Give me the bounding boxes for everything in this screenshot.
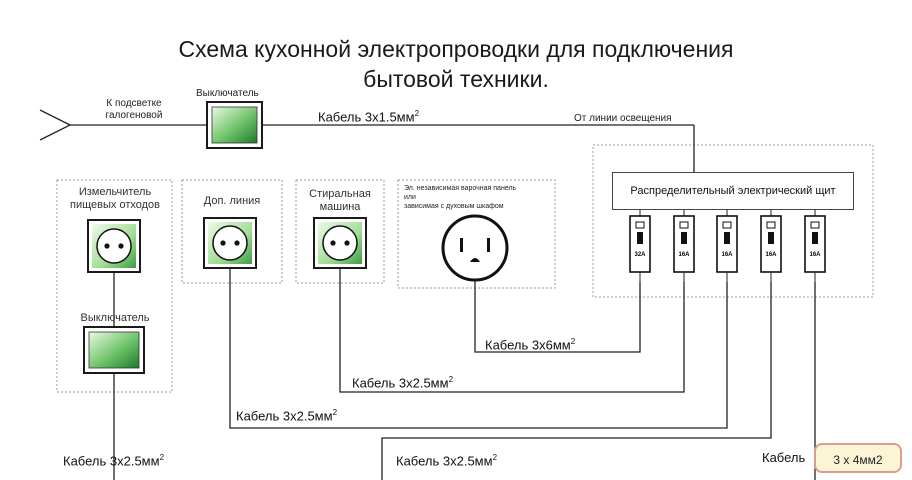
wire-extra bbox=[229, 268, 728, 429]
breaker-5-label: 16A bbox=[809, 252, 821, 258]
extra-socket-icon bbox=[203, 217, 257, 269]
cable-washer-label: Кабель 3х2.5мм2 bbox=[352, 372, 453, 390]
cable-washer-sup: 2 bbox=[448, 375, 454, 384]
panel-title: Распределительный электрический щит bbox=[612, 172, 854, 210]
disposer-box-title: Измельчитель пищевых отходов bbox=[60, 186, 170, 212]
hob-socket-icon bbox=[441, 214, 509, 282]
breaker-2 bbox=[673, 208, 695, 282]
breaker-5 bbox=[804, 208, 826, 282]
extra-box-title: Доп. линия bbox=[203, 195, 261, 207]
wire-washer bbox=[339, 268, 685, 393]
breaker-1-label: 32A bbox=[634, 252, 646, 258]
cable-bottom-mid-text: Кабель 3х2.5мм bbox=[396, 453, 493, 469]
cable-extra-text: Кабель 3х2.5мм bbox=[236, 408, 333, 424]
cable-top-sup: 2 bbox=[414, 109, 420, 118]
disposer-socket-icon bbox=[87, 219, 141, 273]
cable-disposer-text: Кабель 3х2.5мм bbox=[63, 453, 160, 469]
cable-top-text: Кабель 3х1.5мм bbox=[318, 109, 415, 125]
cable-hob-label: Кабель 3х6мм2 bbox=[485, 334, 575, 352]
wire-hob bbox=[474, 280, 641, 353]
hob-box-title: Эл. независимая варочная панель или зави… bbox=[404, 184, 516, 211]
breaker-2-label: 16A bbox=[678, 252, 690, 258]
washer-title-line-2: машина bbox=[319, 201, 361, 213]
washer-socket-icon bbox=[313, 217, 367, 269]
cable-top-label: Кабель 3х1.5мм2 bbox=[318, 106, 419, 124]
from-lighting-label: От линии освещения bbox=[574, 113, 672, 124]
top-switch-label: Выключатель bbox=[196, 88, 259, 99]
cable-hob-sup: 2 bbox=[570, 337, 576, 346]
halogen-arrow-icon bbox=[39, 109, 71, 141]
cable-disposer-label: Кабель 3х2.5мм2 bbox=[63, 450, 164, 468]
cable-extra-label: Кабель 3х2.5мм2 bbox=[236, 405, 337, 423]
diagram-title: Схема кухонной электропроводки для подкл… bbox=[0, 34, 912, 94]
top-switch-icon bbox=[206, 101, 263, 149]
cable-bottom-mid-label: Кабель 3х2.5мм2 bbox=[396, 450, 497, 468]
title-line-1: Схема кухонной электропроводки для подкл… bbox=[178, 36, 734, 62]
washer-box bbox=[295, 179, 385, 284]
breaker-1 bbox=[629, 208, 651, 282]
halogen-label-line-1: К подсветке bbox=[106, 98, 162, 109]
cable-bottom-mid-sup: 2 bbox=[492, 453, 498, 462]
hob-title-line-1: Эл. независимая варочная панель bbox=[404, 185, 517, 192]
disposer-switch-label: Выключатель bbox=[80, 312, 150, 324]
extra-line-box bbox=[181, 179, 283, 284]
halogen-label: К подсветке галогеновой bbox=[99, 98, 169, 122]
washer-box-title: Стиральная машина bbox=[298, 188, 382, 214]
breaker-4-label: 16A bbox=[765, 252, 777, 258]
disposer-title-line-1: Измельчитель bbox=[78, 186, 152, 198]
disposer-switch-icon bbox=[83, 326, 145, 374]
panel-box bbox=[592, 144, 874, 298]
cable-bottom-right-label: Кабель bbox=[762, 450, 806, 465]
cable-disposer-sup: 2 bbox=[159, 453, 165, 462]
breaker-3 bbox=[716, 208, 738, 282]
breaker-3-label: 16A bbox=[721, 252, 733, 258]
halogen-label-line-2: галогеновой bbox=[105, 110, 163, 121]
disposer-title-line-2: пищевых отходов bbox=[70, 199, 160, 211]
hob-title-line-3: зависимая с духовым шкафом bbox=[404, 203, 504, 210]
washer-title-line-1: Стиральная bbox=[309, 188, 371, 200]
cable-extra-sup: 2 bbox=[332, 408, 338, 417]
hob-title-line-2: или bbox=[404, 194, 416, 201]
cable-washer-text: Кабель 3х2.5мм bbox=[352, 375, 449, 391]
hob-box bbox=[397, 179, 556, 289]
title-line-2: бытовой техники. bbox=[363, 66, 549, 92]
wire-bottom-mid bbox=[381, 282, 772, 480]
cable-size-badge: 3 х 4мм2 bbox=[814, 443, 902, 473]
cable-hob-text: Кабель 3х6мм bbox=[485, 337, 571, 353]
breaker-4 bbox=[760, 208, 782, 282]
